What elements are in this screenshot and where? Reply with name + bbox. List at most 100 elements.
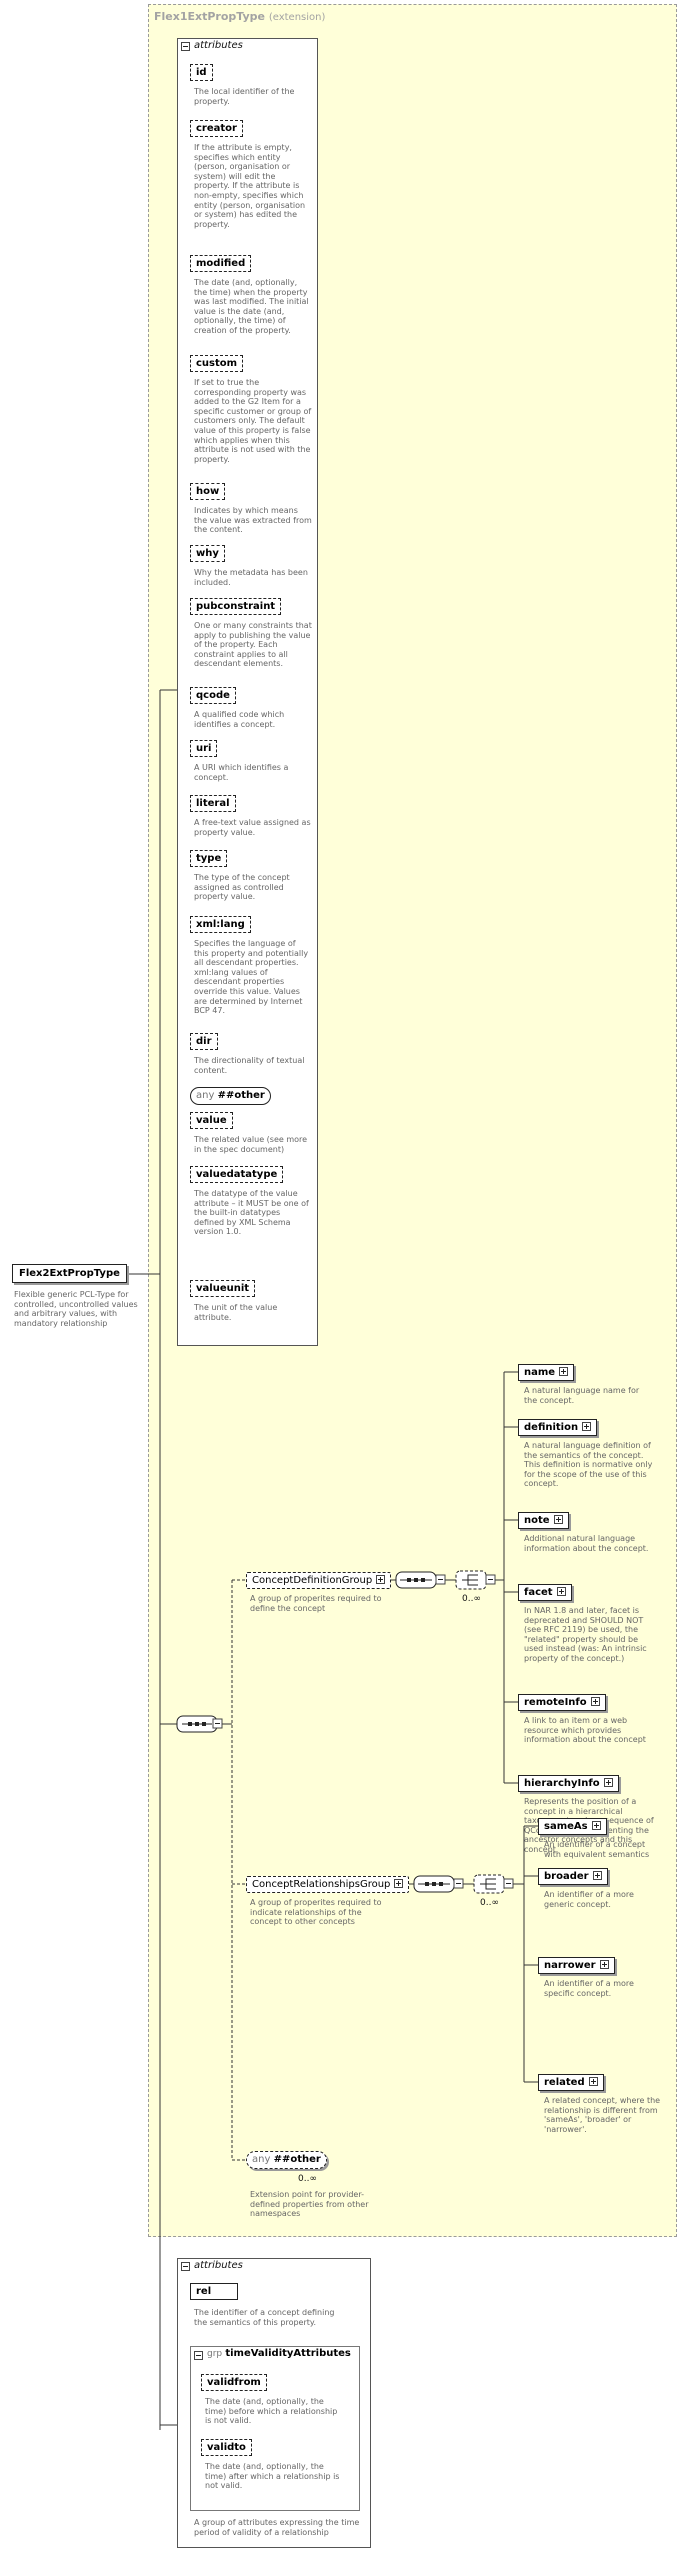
concept-definition-group-desc: A group of properites required to define…: [250, 1594, 382, 1613]
attribute-type[interactable]: type: [190, 850, 228, 867]
attribute-literal[interactable]: literal: [190, 795, 236, 812]
attribute-qcode[interactable]: qcode: [190, 687, 236, 704]
element-desc: Additional natural language information …: [524, 1534, 649, 1553]
expand-icon[interactable]: [590, 1697, 600, 1706]
attribute-desc: The directionality of textual content.: [194, 1056, 305, 1075]
attributes-collapse-icon[interactable]: [181, 42, 190, 51]
attribute-desc: Specifies the language of this property …: [194, 939, 309, 1016]
attribute-creator[interactable]: creator: [190, 120, 243, 137]
element-label: remoteInfo: [524, 1697, 587, 1708]
bottom-attributes-collapse-icon[interactable]: [181, 2262, 190, 2271]
element-definition[interactable]: definition: [518, 1419, 598, 1436]
concept-relationships-group-desc: A group of properites required to indica…: [250, 1898, 382, 1927]
any-other-attribute-prefix: any: [196, 1090, 215, 1101]
element-desc: A link to an item or a web resource whic…: [524, 1716, 646, 1745]
attribute-desc: A URI which identifies a concept.: [194, 763, 289, 782]
attribute-desc: The date (and, optionally, the time) aft…: [205, 2462, 340, 2491]
attribute-uri[interactable]: uri: [190, 740, 218, 757]
any-other-element-cardinality: 0..∞: [298, 2174, 317, 2184]
concept-definition-group-name: ConceptDefinitionGroup: [252, 1575, 373, 1586]
attribute-desc: The related value (see more in the spec …: [194, 1135, 308, 1154]
expand-icon[interactable]: [592, 1871, 602, 1880]
element-label: sameAs: [544, 1821, 588, 1832]
expand-icon[interactable]: [603, 1778, 613, 1787]
attribute-id[interactable]: id: [190, 64, 213, 81]
element-desc: A natural language name for the concept.: [524, 1386, 640, 1405]
attribute-modified[interactable]: modified: [190, 255, 252, 272]
attribute-custom[interactable]: custom: [190, 355, 244, 372]
any-other-attribute-name: ##other: [217, 1090, 265, 1101]
attribute-valuedatatype[interactable]: valuedatatype: [190, 1166, 284, 1183]
element-label: hierarchyInfo: [524, 1778, 600, 1789]
expand-icon[interactable]: [394, 1879, 404, 1888]
expand-icon[interactable]: [599, 1960, 609, 1969]
element-desc: An identifier of a concept with equivale…: [544, 1840, 650, 1859]
attribute-validto[interactable]: validto: [201, 2439, 252, 2456]
attribute-why[interactable]: why: [190, 545, 225, 562]
element-name[interactable]: name: [518, 1364, 575, 1381]
element-narrower[interactable]: narrower: [538, 1957, 615, 1974]
concept-definition-group[interactable]: ConceptDefinitionGroup: [246, 1572, 392, 1589]
time-validity-prefix: grp: [207, 2349, 223, 2359]
time-validity-collapse-icon[interactable]: [194, 2351, 203, 2360]
expand-icon[interactable]: [588, 2077, 598, 2086]
expand-icon[interactable]: [591, 1821, 601, 1830]
attribute-desc: The type of the concept assigned as cont…: [194, 873, 290, 902]
element-facet[interactable]: facet: [518, 1584, 572, 1601]
concept-relationships-cardinality: 0..∞: [480, 1898, 499, 1908]
attribute-desc: The date (and, optionally, the time) whe…: [194, 278, 309, 335]
time-validity-name: timeValidityAttributes: [225, 2348, 351, 2359]
attribute-pubconstraint[interactable]: pubconstraint: [190, 598, 282, 615]
expand-icon[interactable]: [559, 1367, 569, 1376]
expand-icon[interactable]: [556, 1587, 566, 1596]
attribute-desc: The local identifier of the property.: [194, 87, 295, 106]
time-validity-desc: A group of attributes expressing the tim…: [194, 2518, 360, 2537]
time-validity-title: grp timeValidityAttributes: [207, 2348, 351, 2359]
attribute-desc: Why the metadata has been included.: [194, 568, 308, 587]
attribute-xml-lang[interactable]: xml:lang: [190, 916, 251, 933]
concept-relationships-group[interactable]: ConceptRelationshipsGroup: [246, 1876, 410, 1893]
expand-icon[interactable]: [376, 1575, 386, 1584]
element-broader[interactable]: broader: [538, 1868, 608, 1885]
attribute-rel-desc: The identifier of a concept defining the…: [194, 2308, 335, 2327]
extension-suffix: (extension): [268, 12, 326, 23]
element-desc: In NAR 1.8 and later, facet is deprecate…: [524, 1606, 647, 1663]
element-label: name: [524, 1367, 556, 1378]
element-desc: A related concept, where the relationshi…: [544, 2096, 661, 2134]
expand-icon[interactable]: [582, 1422, 592, 1431]
attribute-valueunit[interactable]: valueunit: [190, 1280, 256, 1297]
attribute-value[interactable]: value: [190, 1112, 233, 1129]
expand-icon[interactable]: [553, 1515, 563, 1524]
any-other-element[interactable]: any ##other: [246, 2151, 327, 2169]
element-related[interactable]: related: [538, 2074, 604, 2091]
attribute-rel[interactable]: rel: [190, 2283, 238, 2300]
attribute-how[interactable]: how: [190, 483, 226, 500]
any-other-element-name: ##other: [273, 2154, 321, 2165]
element-label: broader: [544, 1871, 589, 1882]
element-note[interactable]: note: [518, 1512, 569, 1529]
root-element-name: Flex2ExtPropType: [19, 1268, 120, 1279]
element-label: definition: [524, 1422, 579, 1433]
element-desc: An identifier of a more generic concept.: [544, 1890, 634, 1909]
element-label: related: [544, 2077, 585, 2088]
concept-definition-cardinality: 0..∞: [462, 1594, 481, 1604]
attribute-desc: A free-text value assigned as property v…: [194, 818, 311, 837]
concept-relationships-group-name: ConceptRelationshipsGroup: [252, 1879, 391, 1890]
element-desc: An identifier of a more specific concept…: [544, 1979, 634, 1998]
any-other-attribute[interactable]: any ##other: [190, 1087, 271, 1105]
element-sameas[interactable]: sameAs: [538, 1818, 607, 1835]
attributes-title: attributes: [194, 40, 243, 51]
root-element[interactable]: Flex2ExtPropType: [12, 1264, 127, 1283]
any-other-element-desc: Extension point for provider-defined pro…: [250, 2190, 369, 2219]
attribute-desc: If set to true the corresponding propert…: [194, 378, 312, 464]
element-hierarchyinfo[interactable]: hierarchyInfo: [518, 1775, 619, 1792]
bottom-attributes-title: attributes: [194, 2260, 243, 2271]
attribute-desc: The date (and, optionally, the time) bef…: [205, 2397, 338, 2426]
element-remoteinfo[interactable]: remoteInfo: [518, 1694, 606, 1711]
attribute-desc: The unit of the value attribute.: [194, 1303, 278, 1322]
attribute-desc: One or many constraints that apply to pu…: [194, 621, 312, 669]
any-other-element-prefix: any: [252, 2154, 271, 2165]
attribute-dir[interactable]: dir: [190, 1033, 218, 1050]
attribute-validfrom[interactable]: validfrom: [201, 2374, 267, 2391]
